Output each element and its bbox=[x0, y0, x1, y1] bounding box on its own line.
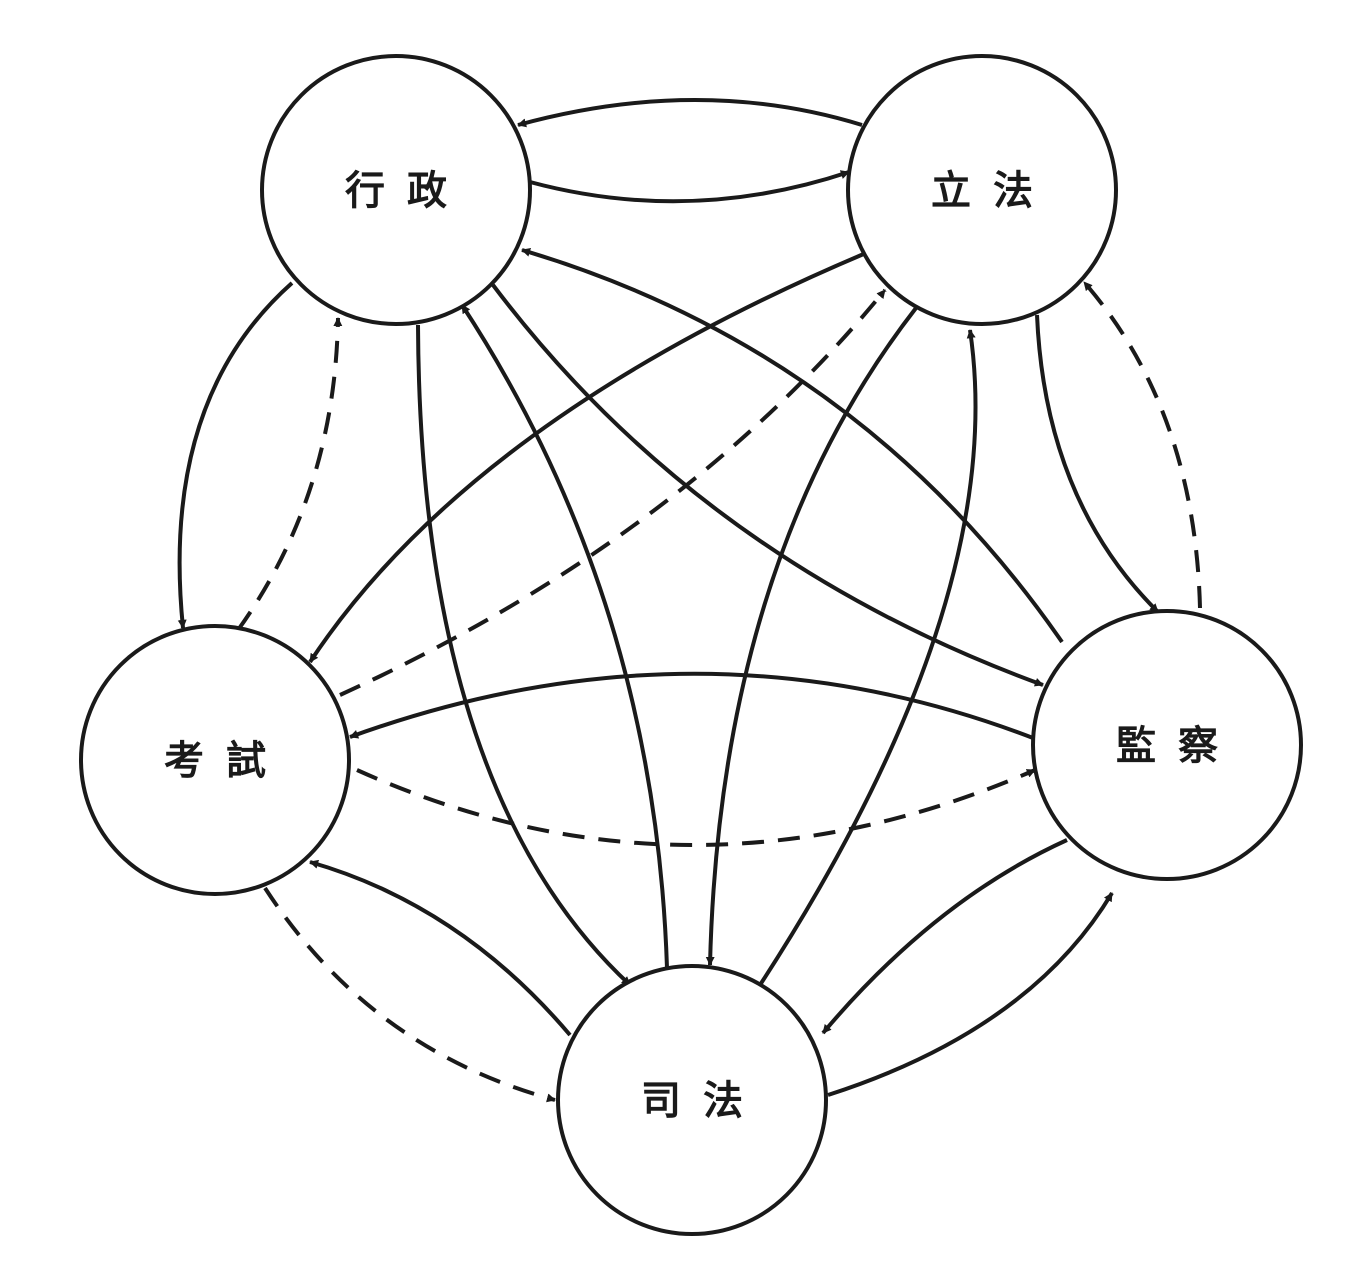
edge-ctrl-to-leg bbox=[1082, 280, 1202, 609]
edge-leg-to-jud bbox=[705, 306, 918, 966]
edge-exam-to-ctrl bbox=[356, 768, 1036, 847]
node-exam-circle bbox=[79, 624, 351, 896]
edge-leg-to-exec bbox=[517, 98, 863, 128]
edge-exam-to-exec bbox=[236, 317, 343, 632]
node-jud-circle bbox=[556, 964, 828, 1236]
node-jud: 司法 bbox=[556, 964, 828, 1236]
edge-ctrl-to-exam bbox=[349, 671, 1034, 740]
edge-exam-to-jud bbox=[263, 886, 556, 1103]
node-leg-label: 立法 bbox=[931, 168, 1055, 214]
edge-exec-to-jud bbox=[416, 324, 632, 987]
edge-layer bbox=[177, 98, 1202, 1103]
edge-exec-to-leg bbox=[529, 170, 850, 204]
node-jud-label: 司法 bbox=[641, 1078, 765, 1124]
edge-jud-to-exec bbox=[460, 303, 669, 969]
edge-ctrl-to-jud bbox=[821, 838, 1068, 1035]
edge-exam-to-leg bbox=[339, 288, 887, 697]
node-ctrl-label: 監察 bbox=[1116, 723, 1240, 769]
node-exec-circle bbox=[260, 54, 532, 326]
edge-ctrl-to-exec bbox=[521, 247, 1064, 644]
node-exam-label: 考試 bbox=[164, 738, 288, 784]
edge-jud-to-ctrl bbox=[827, 891, 1114, 1097]
node-exec-label: 行政 bbox=[345, 168, 469, 214]
node-leg: 立法 bbox=[846, 54, 1118, 326]
edge-jud-to-exam bbox=[309, 859, 572, 1037]
node-leg-circle bbox=[846, 54, 1118, 326]
node-layer: 行政 立法 考試 監察 司法 bbox=[79, 54, 1303, 1236]
edge-leg-to-exam bbox=[308, 251, 867, 664]
node-ctrl: 監察 bbox=[1031, 609, 1303, 881]
node-exec: 行政 bbox=[260, 54, 532, 326]
edge-exec-to-ctrl bbox=[491, 283, 1044, 687]
edge-exec-to-exam bbox=[177, 281, 294, 629]
edge-jud-to-leg bbox=[758, 329, 978, 987]
node-ctrl-circle bbox=[1031, 609, 1303, 881]
node-exam: 考試 bbox=[79, 624, 351, 896]
edge-leg-to-ctrl bbox=[1035, 314, 1160, 614]
